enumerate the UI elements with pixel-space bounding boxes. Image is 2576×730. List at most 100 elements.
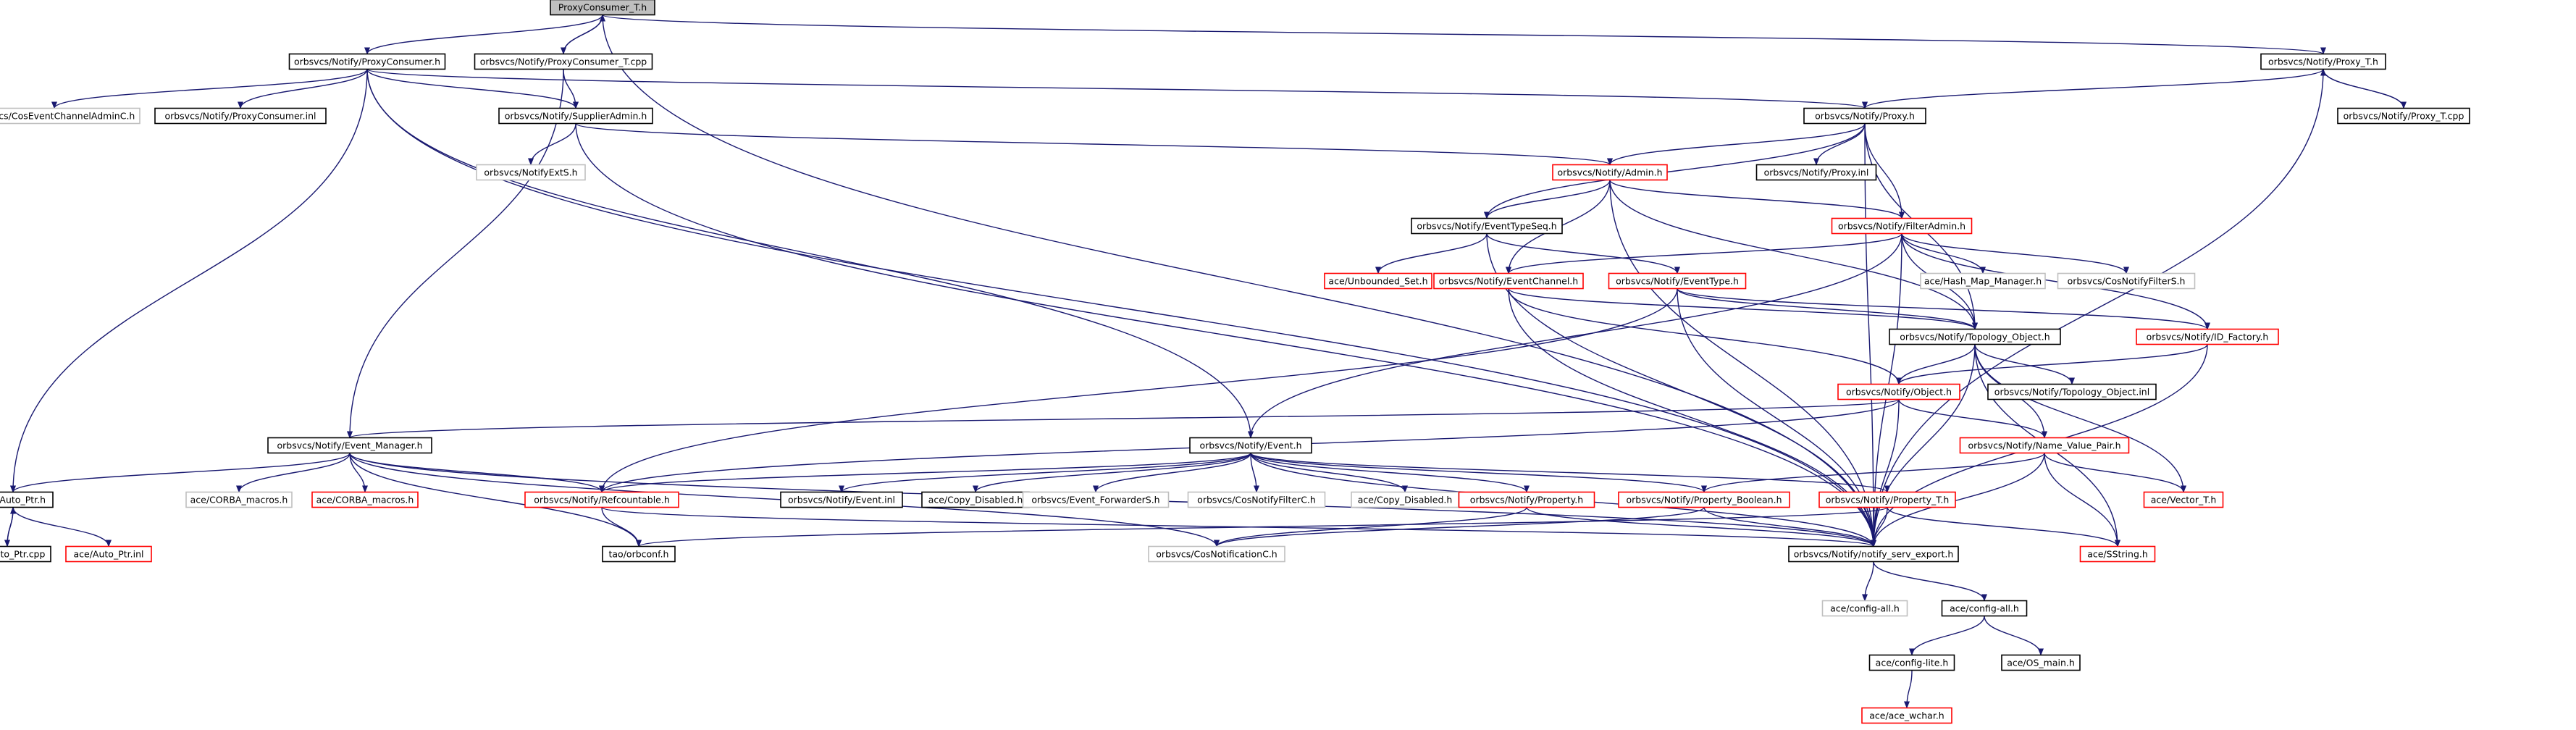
node-box[interactable] [1433,272,1584,290]
node-box[interactable] [1608,272,1747,290]
node-ace_corba_macros_h_2[interactable]: ace/CORBA_macros.h [311,491,419,508]
node-proxyconsumer_t_h[interactable]: ProxyConsumer_T.h [550,0,655,16]
node-ace_copy_disabled_h_1[interactable]: ace/Copy_Disabled.h [921,491,1030,508]
node-box[interactable] [498,107,653,125]
node-box[interactable] [2136,328,2279,345]
node-box[interactable] [2260,53,2386,70]
node-notify_property_t_h[interactable]: orbsvcs/Notify/Property_T.h [1818,491,1956,508]
node-box[interactable] [1831,217,1973,235]
node-notify_proxyconsumer_h[interactable]: orbsvcs/Notify/ProxyConsumer.h [288,53,446,70]
node-box[interactable] [1821,600,1908,617]
node-box[interactable] [1189,437,1312,454]
node-box[interactable] [1148,545,1285,563]
node-notify_property_h[interactable]: orbsvcs/Notify/Property.h [1458,491,1595,508]
node-notify_event_h[interactable]: orbsvcs/Notify/Event.h [1189,437,1312,454]
node-box[interactable] [1618,491,1790,508]
node-box[interactable] [474,53,653,70]
node-notify_refcountable_h[interactable]: orbsvcs/Notify/Refcountable.h [524,491,679,508]
node-box[interactable] [1788,545,1959,563]
node-notify_eventtype_h[interactable]: orbsvcs/Notify/EventType.h [1608,272,1747,290]
node-box[interactable] [1837,383,1960,400]
node-notify_topology_object_h[interactable]: orbsvcs/Notify/Topology_Object.h [1889,328,2061,345]
node-box[interactable] [2057,272,2196,290]
node-notify_proxy_h[interactable]: orbsvcs/Notify/Proxy.h [1803,107,1926,125]
node-box[interactable] [780,491,903,508]
node-ace_copy_disabled_h_2[interactable]: ace/Copy_Disabled.h [1351,491,1459,508]
node-notify_object_h[interactable]: orbsvcs/Notify/Object.h [1837,383,1960,400]
node-notify_proxyconsumer_inl[interactable]: orbsvcs/Notify/ProxyConsumer.inl [154,107,327,125]
node-box[interactable] [1022,491,1170,508]
node-event_forwarders_h[interactable]: orbsvcs/Event_ForwarderS.h [1022,491,1170,508]
node-ace_config_all_h_1[interactable]: ace/config-all.h [1821,600,1908,617]
node-notify_event_inl[interactable]: orbsvcs/Notify/Event.inl [780,491,903,508]
node-box[interactable] [476,164,586,181]
node-box[interactable] [0,107,140,125]
node-label: orbsvcs/Notify/Topology_Object.inl [1994,387,2149,398]
node-box[interactable] [1920,272,2046,290]
node-box[interactable] [1187,491,1326,508]
node-notify_supplieradmin_h[interactable]: orbsvcs/Notify/SupplierAdmin.h [498,107,653,125]
node-ace_sstring_h[interactable]: ace/SString.h [2079,545,2156,563]
node-ace_auto_ptr_cpp[interactable]: ace/Auto_Ptr.cpp [0,545,51,563]
node-box[interactable] [0,491,54,508]
node-notify_proxy_t_h[interactable]: orbsvcs/Notify/Proxy_T.h [2260,53,2386,70]
node-notify_eventtypeseq_h[interactable]: orbsvcs/Notify/EventTypeSeq.h [1411,217,1563,235]
node-ace_unbounded_set_h[interactable]: ace/Unbounded_Set.h [1324,272,1432,290]
node-box[interactable] [2079,545,2156,563]
node-ace_config_all_h_2[interactable]: ace/config-all.h [1941,600,2028,617]
node-cosnotificationc_h[interactable]: orbsvcs/CosNotificationC.h [1148,545,1285,563]
node-box[interactable] [1868,654,1955,671]
node-box[interactable] [1941,600,2028,617]
node-box[interactable] [550,0,655,16]
node-box[interactable] [1889,328,2061,345]
node-ace_hash_map_manager_h[interactable]: ace/Hash_Map_Manager.h [1920,272,2046,290]
node-tao_orbconf_h[interactable]: tao/orbconf.h [602,545,676,563]
node-box[interactable] [524,491,679,508]
node-box[interactable] [1861,707,1952,724]
node-ace_ace_wchar_h[interactable]: ace/ace_wchar.h [1861,707,1952,724]
node-notify_admin_h[interactable]: orbsvcs/Notify/Admin.h [1552,164,1668,181]
node-ace_os_main_h[interactable]: ace/OS_main.h [2001,654,2081,671]
node-coseventchanneladminc_h[interactable]: orbsvcs/CosEventChannelAdminC.h [0,107,140,125]
node-box[interactable] [1987,383,2157,400]
node-ace_auto_ptr_inl[interactable]: ace/Auto_Ptr.inl [65,545,152,563]
node-notify_serv_export_h[interactable]: orbsvcs/Notify/notify_serv_export.h [1788,545,1959,563]
node-notify_filteradmin_h[interactable]: orbsvcs/Notify/FilterAdmin.h [1831,217,1973,235]
node-cosnotifyfilterc_h[interactable]: orbsvcs/CosNotifyFilterC.h [1187,491,1326,508]
node-box[interactable] [154,107,327,125]
node-notify_topology_object_inl[interactable]: orbsvcs/Notify/Topology_Object.inl [1987,383,2157,400]
node-box[interactable] [1411,217,1563,235]
node-notify_eventchannel_h[interactable]: orbsvcs/Notify/EventChannel.h [1433,272,1584,290]
node-box[interactable] [1552,164,1668,181]
node-box[interactable] [1803,107,1926,125]
node-box[interactable] [1458,491,1595,508]
node-box[interactable] [267,437,432,454]
node-ace_config_lite_h[interactable]: ace/config-lite.h [1868,654,1955,671]
node-ace_vector_t_h[interactable]: ace/Vector_T.h [2143,491,2224,508]
node-box[interactable] [185,491,293,508]
node-box[interactable] [1959,437,2130,454]
node-box[interactable] [2143,491,2224,508]
node-notify_name_value_pair_h[interactable]: orbsvcs/Notify/Name_Value_Pair.h [1959,437,2130,454]
node-notify_proxyconsumer_t_cpp[interactable]: orbsvcs/Notify/ProxyConsumer_T.cpp [474,53,653,70]
node-box[interactable] [1755,164,1877,181]
node-cosnotifyfilters_h[interactable]: orbsvcs/CosNotifyFilterS.h [2057,272,2196,290]
node-box[interactable] [1324,272,1432,290]
node-box[interactable] [0,545,51,563]
node-notify_proxy_t_cpp[interactable]: orbsvcs/Notify/Proxy_T.cpp [2337,107,2470,125]
node-notify_proxy_inl[interactable]: orbsvcs/Notify/Proxy.inl [1755,164,1877,181]
node-box[interactable] [65,545,152,563]
edge-notify_admin_h-to-notify_eventtypeseq_h [1484,180,1611,219]
node-box[interactable] [2001,654,2081,671]
node-ace_corba_macros_h_1[interactable]: ace/CORBA_macros.h [185,491,293,508]
node-ace_auto_ptr_h[interactable]: ace/Auto_Ptr.h [0,491,54,508]
node-box[interactable] [311,491,419,508]
node-notify_property_boolean_h[interactable]: orbsvcs/Notify/Property_Boolean.h [1618,491,1790,508]
node-notify_exts_h[interactable]: orbsvcs/NotifyExtS.h [476,164,586,181]
node-notify_id_factory_h[interactable]: orbsvcs/Notify/ID_Factory.h [2136,328,2279,345]
node-box[interactable] [602,545,676,563]
node-notify_event_manager_h[interactable]: orbsvcs/Notify/Event_Manager.h [267,437,432,454]
node-box[interactable] [2337,107,2470,125]
node-box[interactable] [288,53,446,70]
node-box[interactable] [1818,491,1956,508]
